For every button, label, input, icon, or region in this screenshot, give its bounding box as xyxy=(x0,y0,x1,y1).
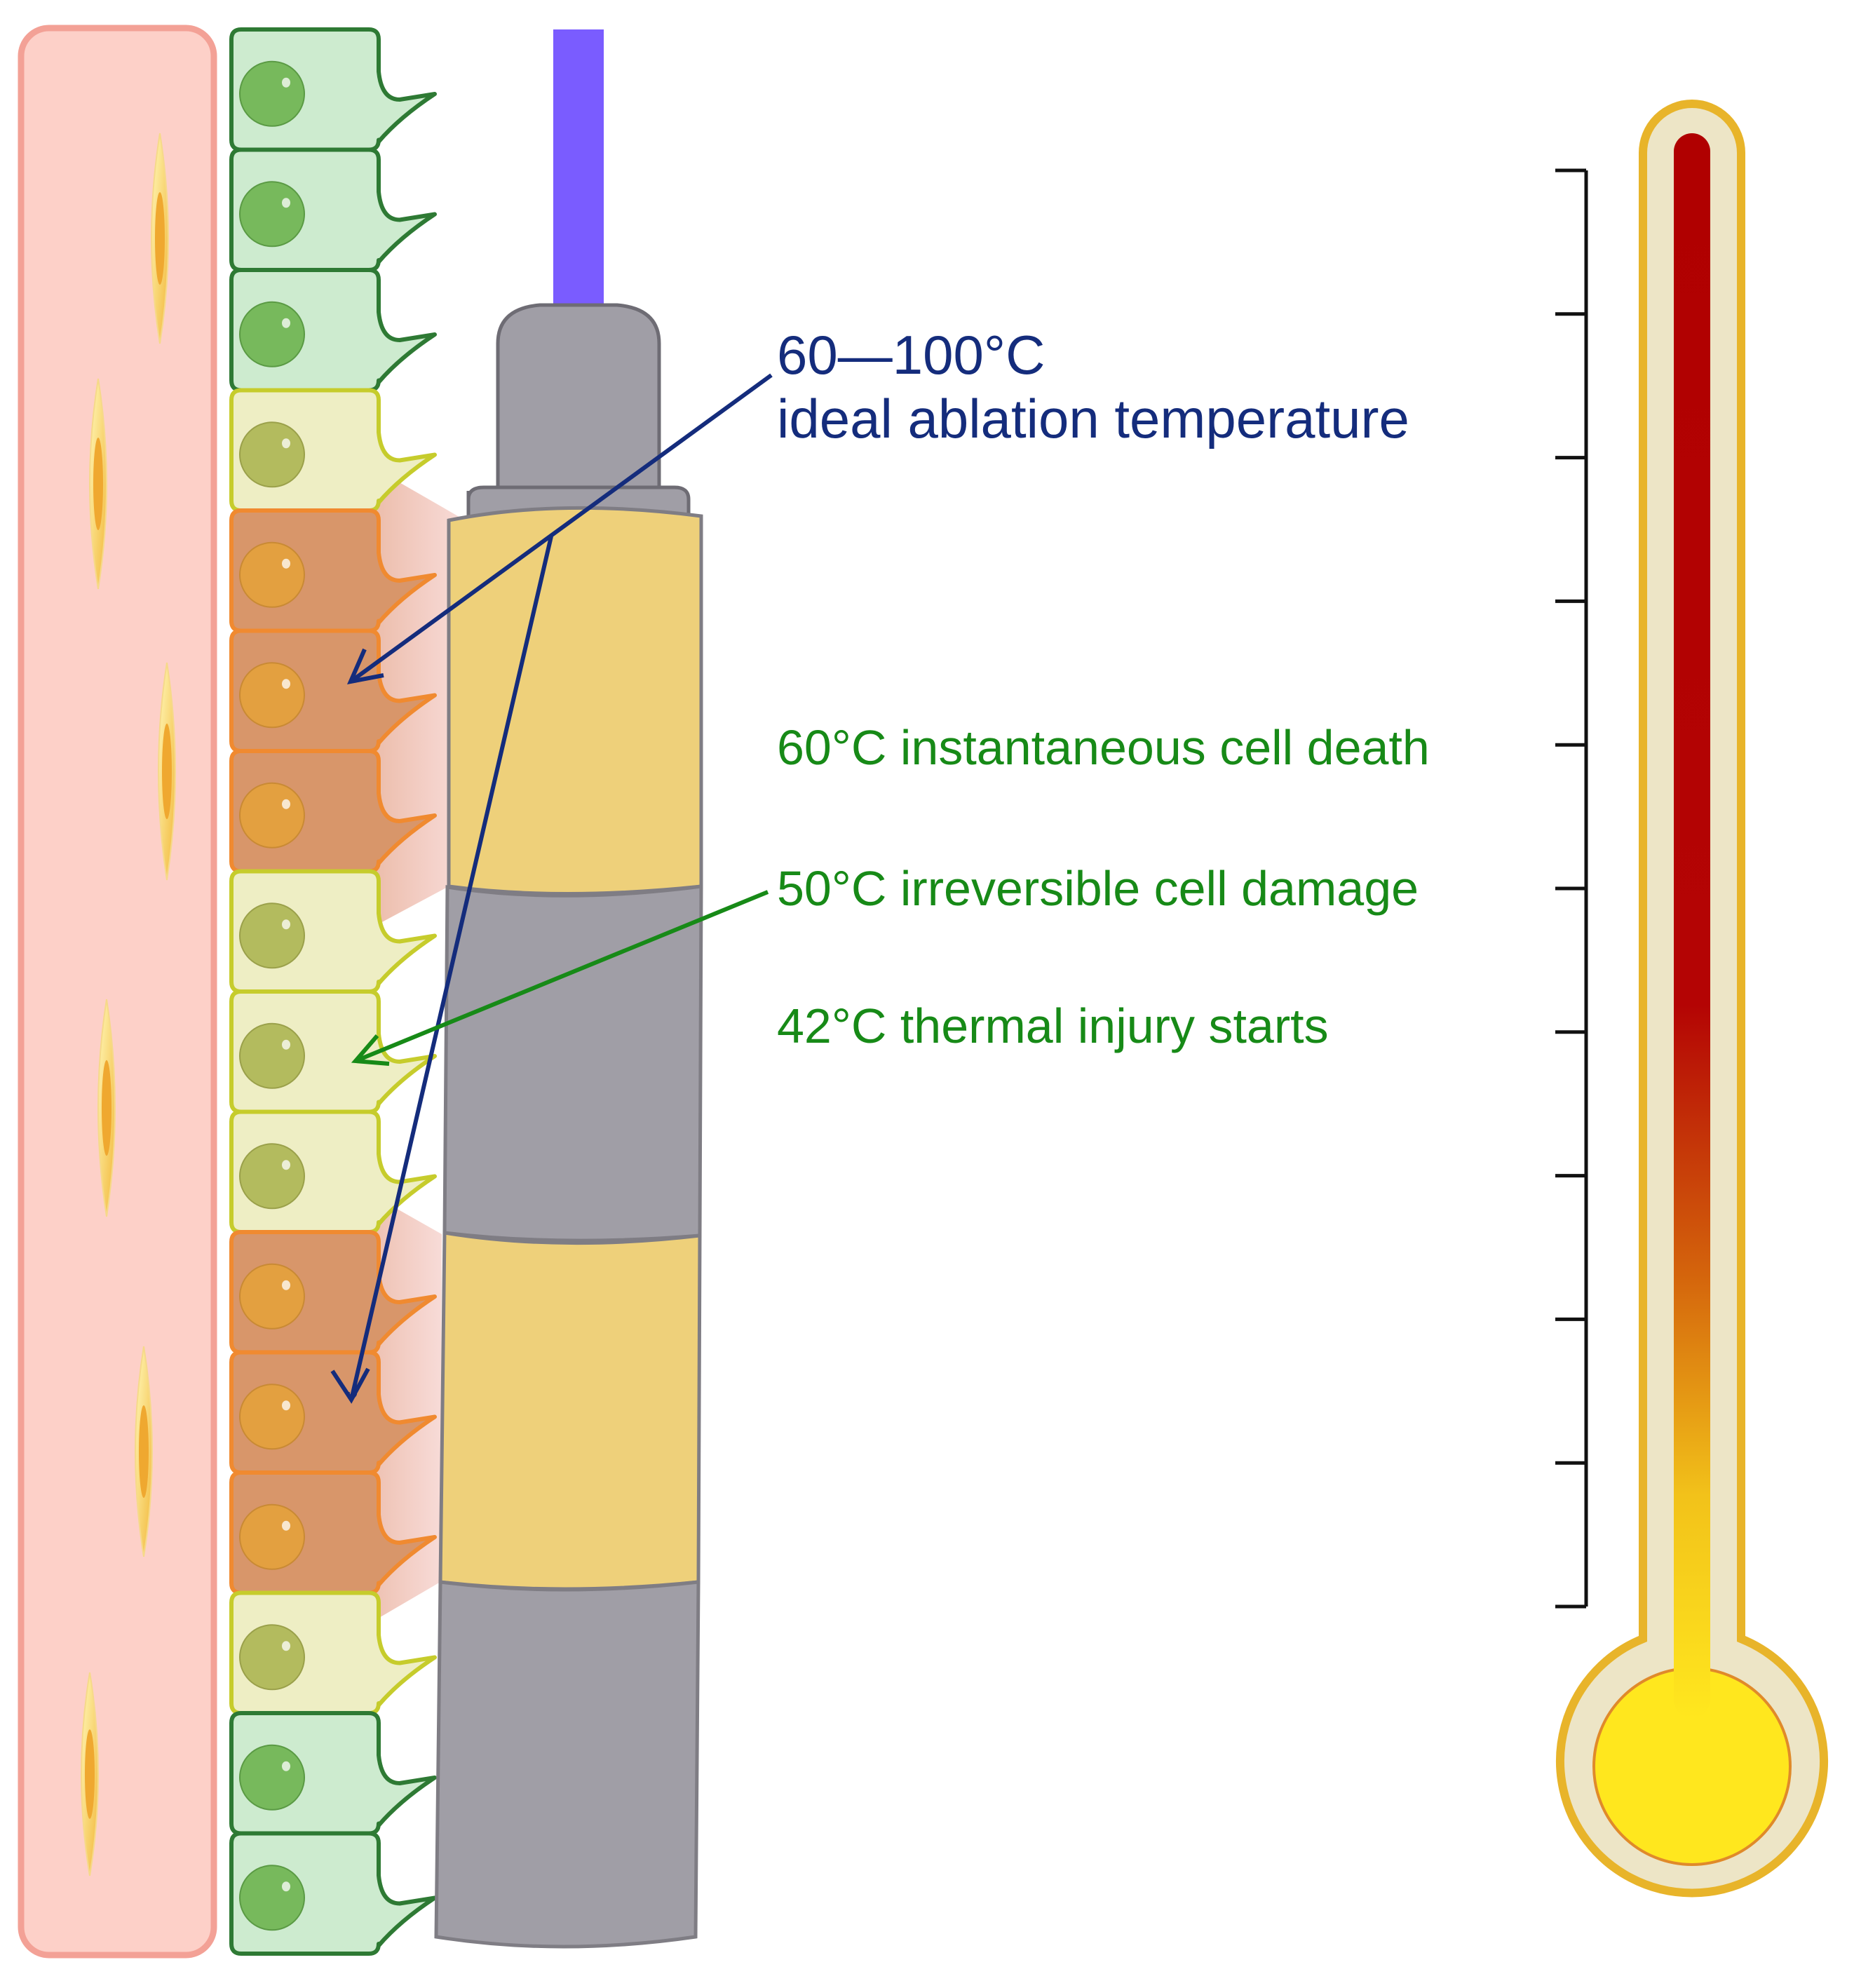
muscle-nucleus xyxy=(158,662,176,881)
muscle-nucleus xyxy=(81,1672,99,1877)
insulator-band-1 xyxy=(442,884,703,1243)
cell-death-label: 60°C instantaneous cell death xyxy=(777,720,1430,775)
arrow-ablation-lower xyxy=(351,536,553,1400)
cell-healthy xyxy=(229,147,437,272)
arrow-cell-damage xyxy=(354,890,769,1063)
cell-healthy xyxy=(229,1831,437,1956)
cell-damaged xyxy=(229,989,437,1114)
cell-healthy xyxy=(229,268,437,393)
thermometer-mercury xyxy=(1674,133,1710,1718)
cell-damage-label: 50°C irreversible cell damage xyxy=(777,861,1419,916)
cell-dead xyxy=(229,1350,437,1475)
cell-damaged xyxy=(229,1590,437,1715)
cell-dead xyxy=(229,1470,437,1595)
ablation-caption-label: ideal ablation temperature xyxy=(777,388,1409,449)
cell-healthy xyxy=(229,1711,437,1836)
insulator-band-2 xyxy=(434,1580,701,1949)
thermometer xyxy=(1556,100,1828,1898)
cell-column xyxy=(229,27,437,1956)
cell-dead xyxy=(229,749,437,874)
temperature-scale xyxy=(1555,168,1588,1609)
cell-dead xyxy=(229,508,437,633)
cell-damaged xyxy=(229,388,437,513)
electrode-band-1 xyxy=(447,506,703,895)
muscle-nucleus xyxy=(151,133,169,344)
ablation-range-label: 60—100°C xyxy=(777,324,1046,386)
cell-damaged xyxy=(229,869,437,994)
cell-dead xyxy=(229,628,437,753)
arrow-ablation-lower-head xyxy=(330,1367,370,1404)
muscle-nucleus xyxy=(97,999,116,1217)
annotation-arrows xyxy=(330,373,773,1404)
muscle-nucleus xyxy=(135,1346,153,1557)
muscle-layer xyxy=(18,25,217,1959)
arrow-ablation-upper-head xyxy=(346,648,384,685)
thermal-injury-label: 42°C thermal injury starts xyxy=(777,999,1329,1053)
muscle-nucleus xyxy=(89,378,107,590)
electrode-band-2 xyxy=(438,1231,702,1591)
arrow-ablation-upper xyxy=(351,373,773,682)
cell-healthy xyxy=(229,27,437,152)
ablation-catheter xyxy=(434,29,703,1949)
catheter-wire xyxy=(553,29,604,310)
cell-damaged xyxy=(229,1109,437,1234)
cell-dead xyxy=(229,1230,437,1355)
arrow-cell-damage-head xyxy=(351,1034,390,1066)
catheter-tip-cap xyxy=(496,303,661,493)
